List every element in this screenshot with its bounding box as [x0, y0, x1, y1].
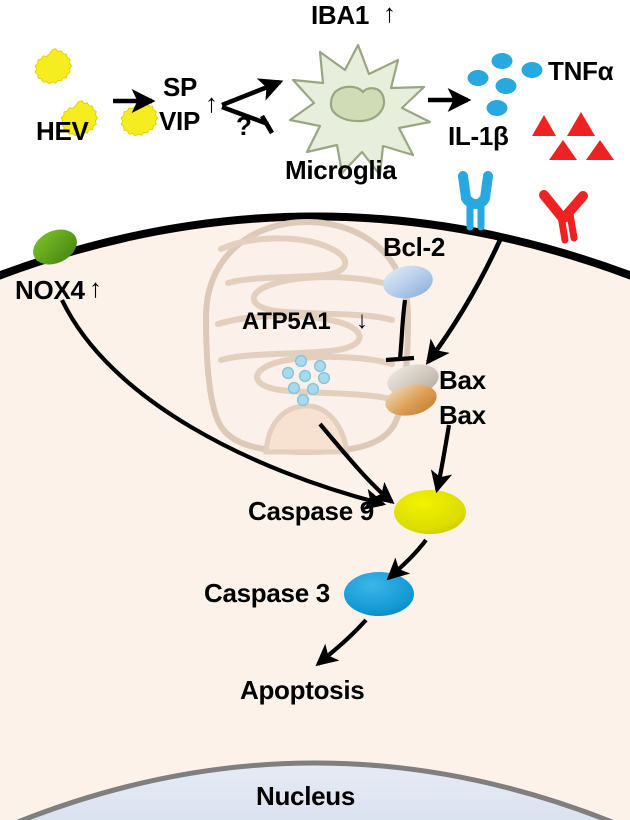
label-bax-upper: Bax — [439, 365, 486, 395]
label-nox4-up-arrow-icon: ↑ — [89, 273, 102, 303]
label-iba1: IBA1 — [311, 0, 370, 30]
label-caspase3: Caspase 3 — [204, 578, 330, 608]
receptor-red-icon — [539, 190, 588, 244]
nox4-protein — [33, 229, 77, 265]
inhibition-bcl2-to-bax — [385, 299, 415, 363]
arrow-caspase3-to-apoptosis — [315, 618, 368, 667]
label-question-mark: ? — [236, 111, 252, 141]
arrow-receptor-to-bax — [425, 239, 503, 365]
label-il1b: IL-1β — [448, 121, 509, 151]
label-bax-lower: Bax — [439, 400, 486, 430]
label-nucleus: Nucleus — [256, 781, 356, 811]
mitochondrion-cristae — [215, 235, 397, 403]
caspase3-protein — [344, 572, 414, 616]
bcl2-protein — [383, 265, 433, 299]
label-atp5a1-down-arrow-icon: ↓ — [356, 307, 368, 334]
arrow-bax-to-caspase9 — [430, 424, 453, 494]
cytoplasm — [0, 216, 630, 820]
label-microglia: Microglia — [285, 155, 397, 185]
microglia-nucleus — [329, 85, 385, 123]
plasma-membrane — [0, 212, 630, 280]
hev-particle — [60, 100, 99, 137]
arrow-nox4-to-caspase9 — [60, 299, 387, 510]
label-apoptosis: Apoptosis — [240, 675, 365, 705]
receptor-blue-icon — [458, 171, 493, 231]
arrow-spvip-to-microglia — [221, 78, 284, 108]
nucleus-body — [16, 760, 614, 820]
label-nox4: NOX4 — [15, 275, 85, 305]
caspase9-protein — [394, 490, 466, 534]
label-bcl2: Bcl-2 — [383, 232, 446, 262]
arrow-caspase9-to-caspase3 — [386, 538, 428, 581]
inhibition-spvip-to-microglia — [221, 104, 274, 135]
label-iba1-up-arrow-icon: ↑ — [383, 0, 396, 28]
bax-protein-lower — [385, 384, 437, 416]
il1b-triangles — [532, 112, 614, 160]
label-caspase9: Caspase 9 — [248, 496, 374, 526]
label-hev: HEV — [36, 116, 89, 146]
tnfa-dots — [467, 53, 543, 116]
label-sp: SP — [163, 72, 198, 102]
arrow-mitochondria-to-caspase9 — [318, 422, 395, 505]
label-sp-vip-up-arrow-icon: ↑ — [205, 88, 218, 118]
label-vip: VIP — [159, 106, 201, 136]
cytochrome-c-dots — [281, 354, 331, 407]
label-tnfa: TNFα — [548, 56, 614, 86]
label-atp5a1: ATP5A1 — [242, 308, 331, 335]
hev-particle — [34, 48, 73, 85]
